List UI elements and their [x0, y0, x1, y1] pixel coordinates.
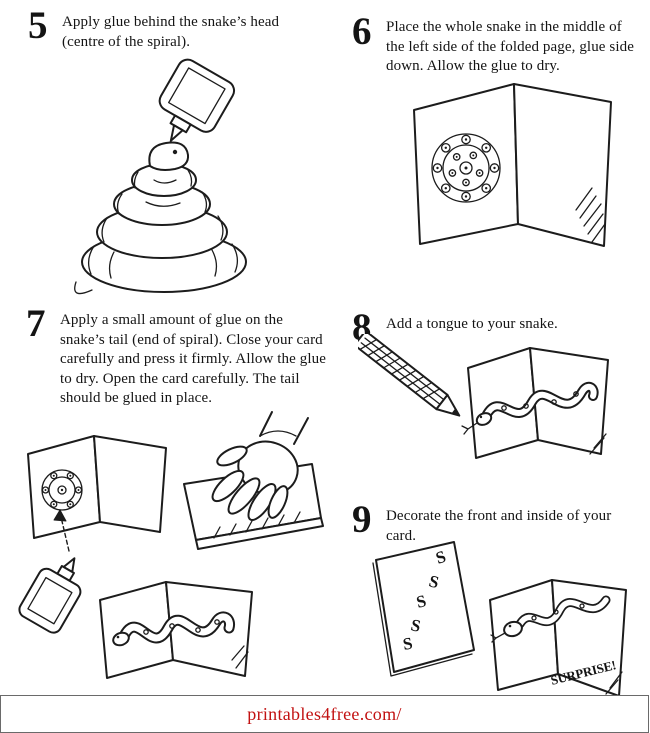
step-7-text: Apply a small amount of glue on the snak…: [60, 312, 326, 406]
snake-tongue: [461, 422, 478, 435]
footer-url-link[interactable]: printables4free.com/: [247, 703, 402, 724]
pencil-icon: [358, 334, 461, 417]
glue-bottle-icon: [158, 58, 236, 146]
front-letter-s: S: [414, 591, 428, 612]
glue-bottle-icon: [18, 557, 82, 634]
step-7-number: 7: [26, 302, 46, 345]
card-front-illustration: S S S S S: [372, 541, 475, 677]
step-7-illustration: [18, 411, 324, 679]
glue-arrowhead: [53, 509, 67, 522]
step-5-text: Apply glue behind the snake’s head (cent…: [62, 14, 280, 50]
front-letter-s: S: [427, 571, 441, 592]
card-with-snake-illustration: [461, 347, 609, 459]
step-5-illustration: [74, 58, 247, 295]
glue-arrow: [60, 516, 70, 552]
footer-box: printables4free.com/: [0, 695, 649, 733]
front-letter-s: S: [409, 615, 422, 636]
opened-card-illustration: [99, 581, 253, 679]
step-9-illustration: S S S S S SURPRISE!: [372, 541, 627, 697]
step-5-number: 5: [28, 4, 48, 47]
snake-spiral-icon: [431, 133, 501, 203]
step-8-text: Add a tongue to your snake.: [386, 316, 558, 332]
snake-tongue: [490, 632, 506, 643]
step-9-text: Decorate the front and inside of your ca…: [386, 508, 612, 544]
step-6-number: 6: [352, 10, 372, 53]
step-9-number: 9: [352, 498, 372, 541]
step-8-illustration: [358, 334, 609, 459]
pressing-hand-icon: [211, 411, 309, 521]
card-inside-illustration: SURPRISE!: [489, 579, 627, 697]
open-card-illustration: [413, 83, 612, 247]
coiled-snake-illustration: [74, 141, 247, 295]
glue-card-illustration: [27, 435, 167, 539]
step-6-illustration: [413, 83, 612, 247]
step-6-text: Place the whole snake in the middle of t…: [386, 19, 634, 74]
front-letter-s: S: [401, 634, 414, 654]
